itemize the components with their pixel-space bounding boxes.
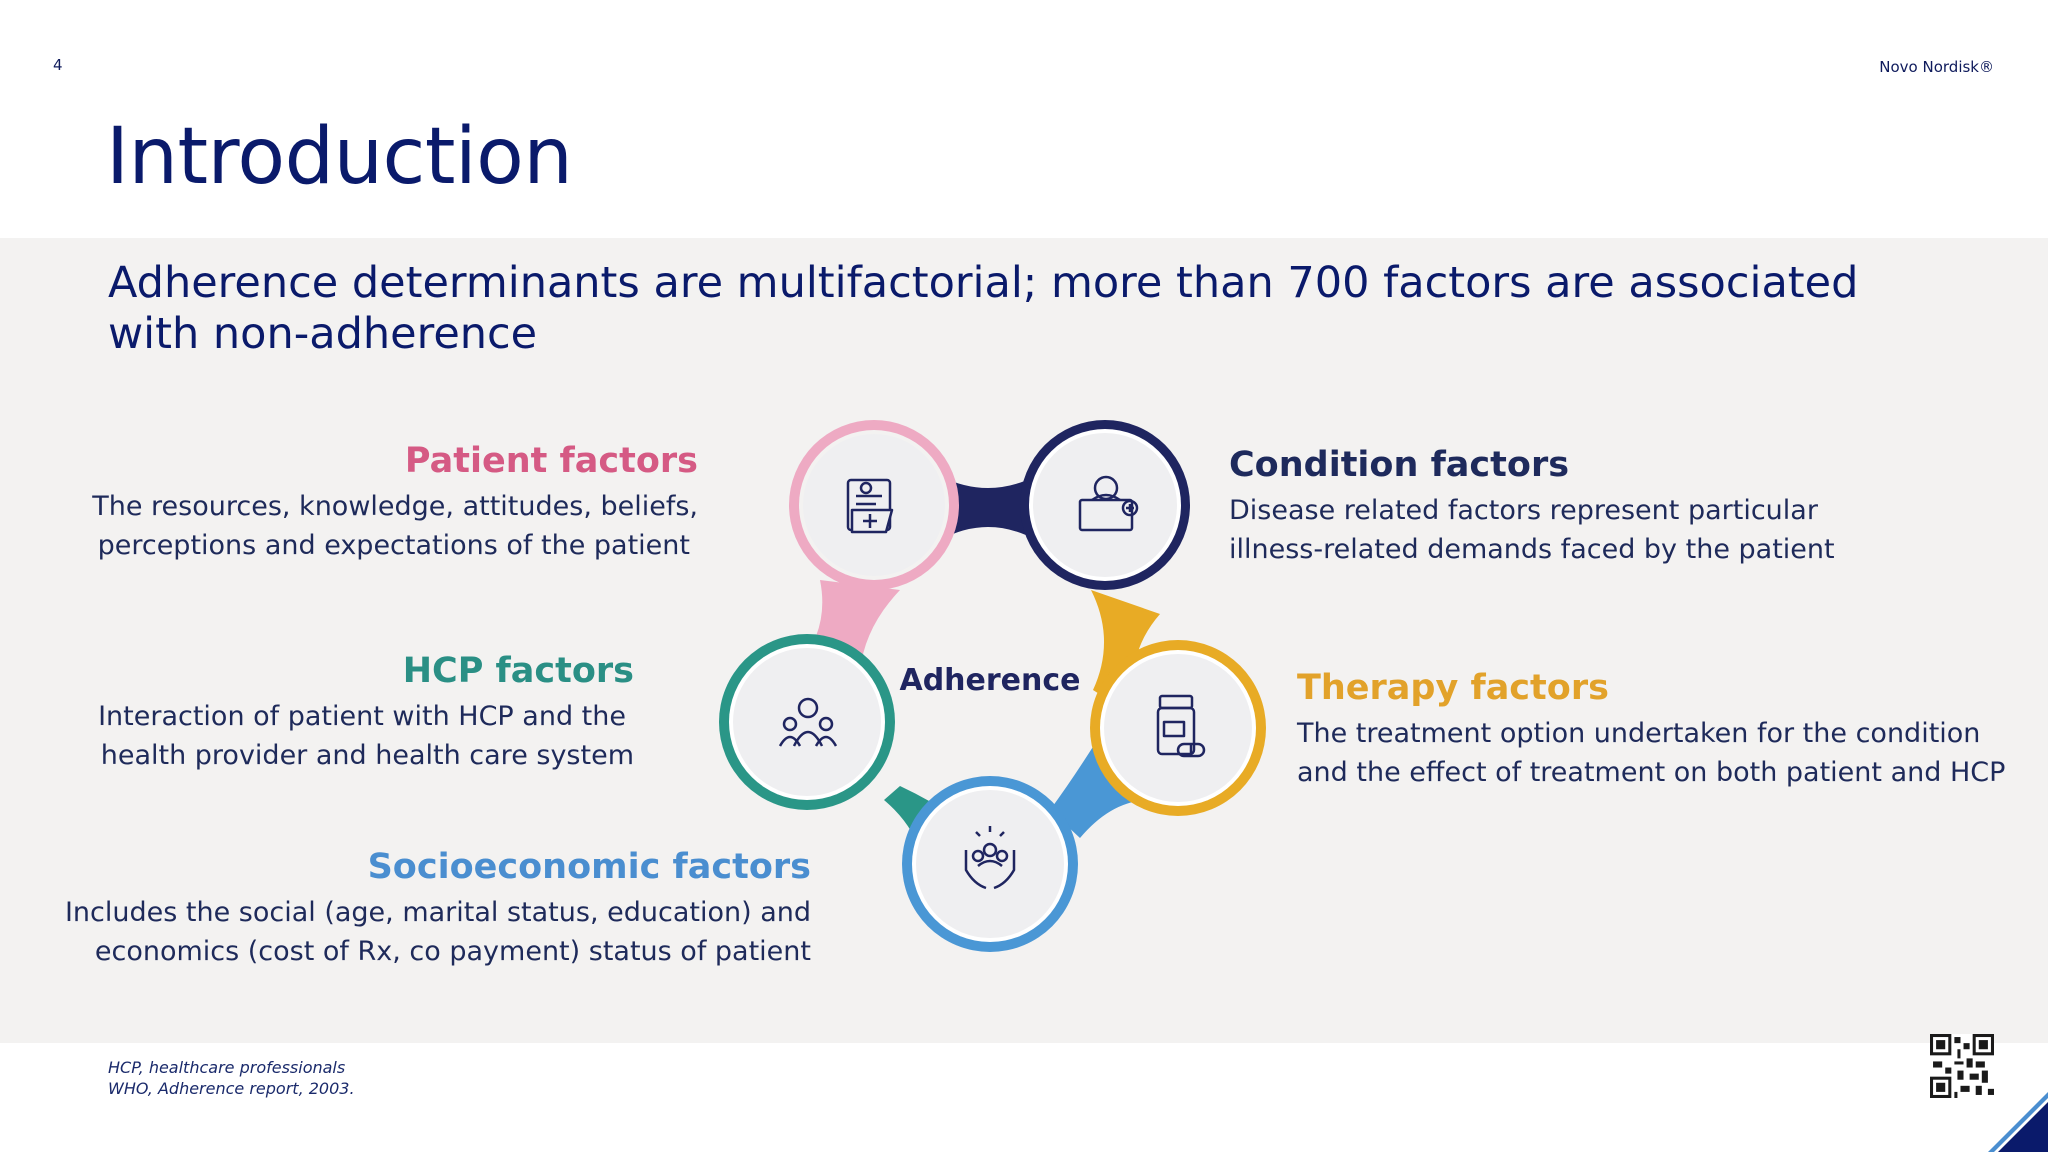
socioeconomic-factors-line-1: Includes the social (age, marital status… (64, 897, 811, 928)
patient-factors-block: Patient factors The resources, knowledge… (92, 441, 698, 565)
patient-factors-line-1: The resources, knowledge, attitudes, bel… (92, 491, 698, 522)
footnotes: HCP, healthcare professionals WHO, Adher… (108, 1057, 355, 1099)
condition-node (1020, 420, 1190, 590)
condition-factors-line-1: Disease related factors represent partic… (1229, 495, 1818, 526)
hcp-factors-line-1: Interaction of patient with HCP and the (98, 701, 626, 732)
hcp-factors-line-2: health provider and health care system (100, 740, 634, 771)
patient-factors-line-2: perceptions and expectations of the pati… (97, 530, 690, 561)
hcp-node (719, 634, 895, 810)
healthcare-team-icon (778, 697, 838, 747)
connector-therapy-socio (1050, 742, 1150, 838)
page-number: 4 (53, 56, 63, 74)
condition-factors-block: Condition factors Disease related factor… (1229, 445, 1835, 569)
therapy-factors-line-1: The treatment option undertaken for the … (1297, 718, 1981, 749)
socioeconomic-factors-block: Socioeconomic factors Includes the socia… (65, 847, 811, 971)
socioeconomic-factors-line-2: economics (cost of Rx, co payment) statu… (94, 936, 811, 967)
hands-holding-people-icon (964, 826, 1016, 890)
pill-bottle-icon (1156, 694, 1206, 758)
therapy-factors-line-2: and the effect of treatment on both pati… (1297, 757, 2006, 788)
therapy-factors-block: Therapy factors The treatment option und… (1297, 668, 2005, 792)
slide-subtitle: Adherence determinants are multifactoria… (108, 258, 1859, 359)
center-label: Adherence (899, 663, 1080, 698)
socioeconomic-factors-title: Socioeconomic factors (367, 847, 811, 887)
connector-patient-condition (940, 476, 1036, 540)
medical-folder-icon (846, 478, 894, 534)
hcp-factors-block: HCP factors Interaction of patient with … (98, 651, 634, 775)
corner-brand-mark (1988, 1092, 2048, 1152)
brand-logo: Novo Nordisk® (1879, 58, 1994, 76)
therapy-node (1090, 640, 1266, 816)
footnote-2: WHO, Adherence report, 2003. (108, 1079, 355, 1098)
socioeconomic-node (902, 776, 1078, 952)
condition-factors-title: Condition factors (1229, 445, 1570, 485)
adherence-diagram: Adherence (719, 420, 1266, 952)
condition-factors-line-2: illness-related demands faced by the pat… (1229, 534, 1835, 565)
footnote-1: HCP, healthcare professionals (108, 1058, 346, 1077)
qr-code-icon[interactable] (1930, 1034, 1994, 1098)
patient-factors-title: Patient factors (404, 441, 698, 481)
therapy-factors-title: Therapy factors (1297, 668, 1609, 708)
patient-in-bed-icon (1078, 475, 1139, 532)
page-title: Introduction (106, 112, 573, 202)
hcp-factors-title: HCP factors (402, 651, 634, 691)
